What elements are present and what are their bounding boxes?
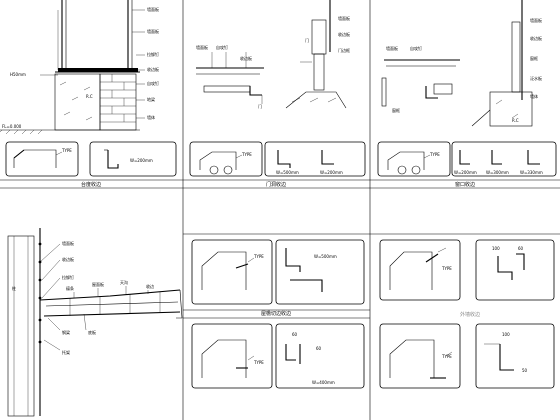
svg-text:收边板: 收边板 bbox=[338, 31, 350, 37]
width-label-1: W=200mm bbox=[130, 158, 153, 163]
svg-text:门: 门 bbox=[305, 37, 309, 43]
svg-text:底板: 底板 bbox=[88, 329, 96, 335]
panel-2-section: 墙面板收边板 门边框门 门 墙面板自攻钉 收边板 TYPE W=500mm W=… bbox=[189, 0, 366, 177]
width-label-2a: W=500mm bbox=[276, 170, 299, 175]
svg-text:墙体: 墙体 bbox=[147, 114, 155, 120]
width-label-5: W=500mm bbox=[314, 254, 337, 259]
caption-s2: 门洞收边 bbox=[266, 181, 286, 188]
svg-text:檩条: 檩条 bbox=[66, 285, 74, 291]
svg-text:泛水板: 泛水板 bbox=[530, 75, 542, 81]
svg-text:墙面板: 墙面板 bbox=[147, 28, 159, 34]
label-rc: R.C bbox=[86, 94, 93, 99]
panel-5-section: TYPE W=500mm bbox=[191, 239, 365, 305]
type-label-8: TYPE bbox=[441, 354, 452, 359]
svg-text:门边框: 门边框 bbox=[338, 47, 350, 53]
svg-text:60: 60 bbox=[518, 246, 524, 251]
svg-text:拉铆钉: 拉铆钉 bbox=[147, 51, 159, 57]
svg-text:自攻钉: 自攻钉 bbox=[147, 80, 159, 86]
type-label-2: TYPE bbox=[241, 152, 252, 157]
svg-text:墙面板: 墙面板 bbox=[386, 45, 398, 51]
svg-text:收边: 收边 bbox=[146, 283, 154, 289]
svg-text:收边板: 收边板 bbox=[62, 256, 74, 262]
svg-text:托架: 托架 bbox=[62, 349, 70, 355]
svg-text:天沟: 天沟 bbox=[120, 279, 128, 285]
caption-s3: 窗口收边 bbox=[455, 181, 475, 188]
svg-text:自攻钉: 自攻钉 bbox=[216, 44, 228, 50]
svg-text:墙体: 墙体 bbox=[530, 93, 538, 99]
type-label-5: TYPE bbox=[253, 254, 264, 259]
svg-text:窗框: 窗框 bbox=[392, 107, 400, 113]
width-label-2b: W=200mm bbox=[320, 170, 343, 175]
panel-3-section: R.C 墙面板收边板 窗框泛水板 墙体 墙面板自攻钉 窗框 TYPE W=200… bbox=[377, 0, 557, 177]
caption-s4: 屋檐切边收边 bbox=[261, 310, 291, 317]
door-label: 门 bbox=[258, 103, 262, 109]
type-label-7: TYPE bbox=[253, 360, 264, 365]
width-label-3b: W=300mm bbox=[486, 170, 509, 175]
svg-text:地梁: 地梁 bbox=[147, 96, 155, 102]
width-label-7: W=400mm bbox=[312, 380, 335, 385]
svg-text:拉铆钉: 拉铆钉 bbox=[62, 274, 74, 280]
label-fl: FL=0.000 bbox=[2, 124, 22, 129]
width-label-3c: W=330mm bbox=[520, 170, 543, 175]
type-label-6: TYPE bbox=[441, 266, 452, 271]
svg-text:收边板: 收边板 bbox=[240, 55, 252, 61]
caption-s1: 台度收边 bbox=[81, 181, 101, 188]
svg-text:50: 50 bbox=[522, 368, 528, 373]
svg-text:100: 100 bbox=[502, 332, 510, 337]
svg-text:60: 60 bbox=[292, 332, 298, 337]
type-label-3: TYPE bbox=[429, 152, 440, 157]
svg-text:窗框: 窗框 bbox=[530, 55, 538, 61]
width-label-3a: W=200mm bbox=[454, 170, 477, 175]
svg-text:R.C: R.C bbox=[512, 118, 519, 123]
svg-text:柱: 柱 bbox=[12, 285, 16, 291]
svg-text:墙面板: 墙面板 bbox=[196, 44, 208, 50]
svg-text:自攻钉: 自攻钉 bbox=[410, 45, 422, 51]
panel-8-section: TYPE 100 50 bbox=[379, 323, 555, 389]
svg-text:60: 60 bbox=[316, 346, 322, 351]
type-label-1: TYPE bbox=[61, 148, 72, 153]
svg-text:钢梁: 钢梁 bbox=[62, 329, 70, 335]
panel-6-section: TYPE 100 60 bbox=[379, 239, 555, 301]
svg-text:墙面板: 墙面板 bbox=[338, 15, 350, 21]
label-h50: H50mm bbox=[10, 72, 26, 77]
svg-text:收边板: 收边板 bbox=[530, 35, 542, 41]
svg-text:墙面板: 墙面板 bbox=[530, 17, 542, 23]
svg-text:收边板: 收边板 bbox=[147, 66, 159, 72]
ghost-caption: 外墙收边 bbox=[460, 311, 480, 318]
svg-text:墙面板: 墙面板 bbox=[62, 240, 74, 246]
svg-text:屋面板: 屋面板 bbox=[92, 281, 104, 287]
svg-text:墙面板: 墙面板 bbox=[147, 6, 159, 12]
svg-text:100: 100 bbox=[492, 246, 500, 251]
panel-7-section: TYPE 60 60 W=400mm bbox=[191, 323, 365, 389]
